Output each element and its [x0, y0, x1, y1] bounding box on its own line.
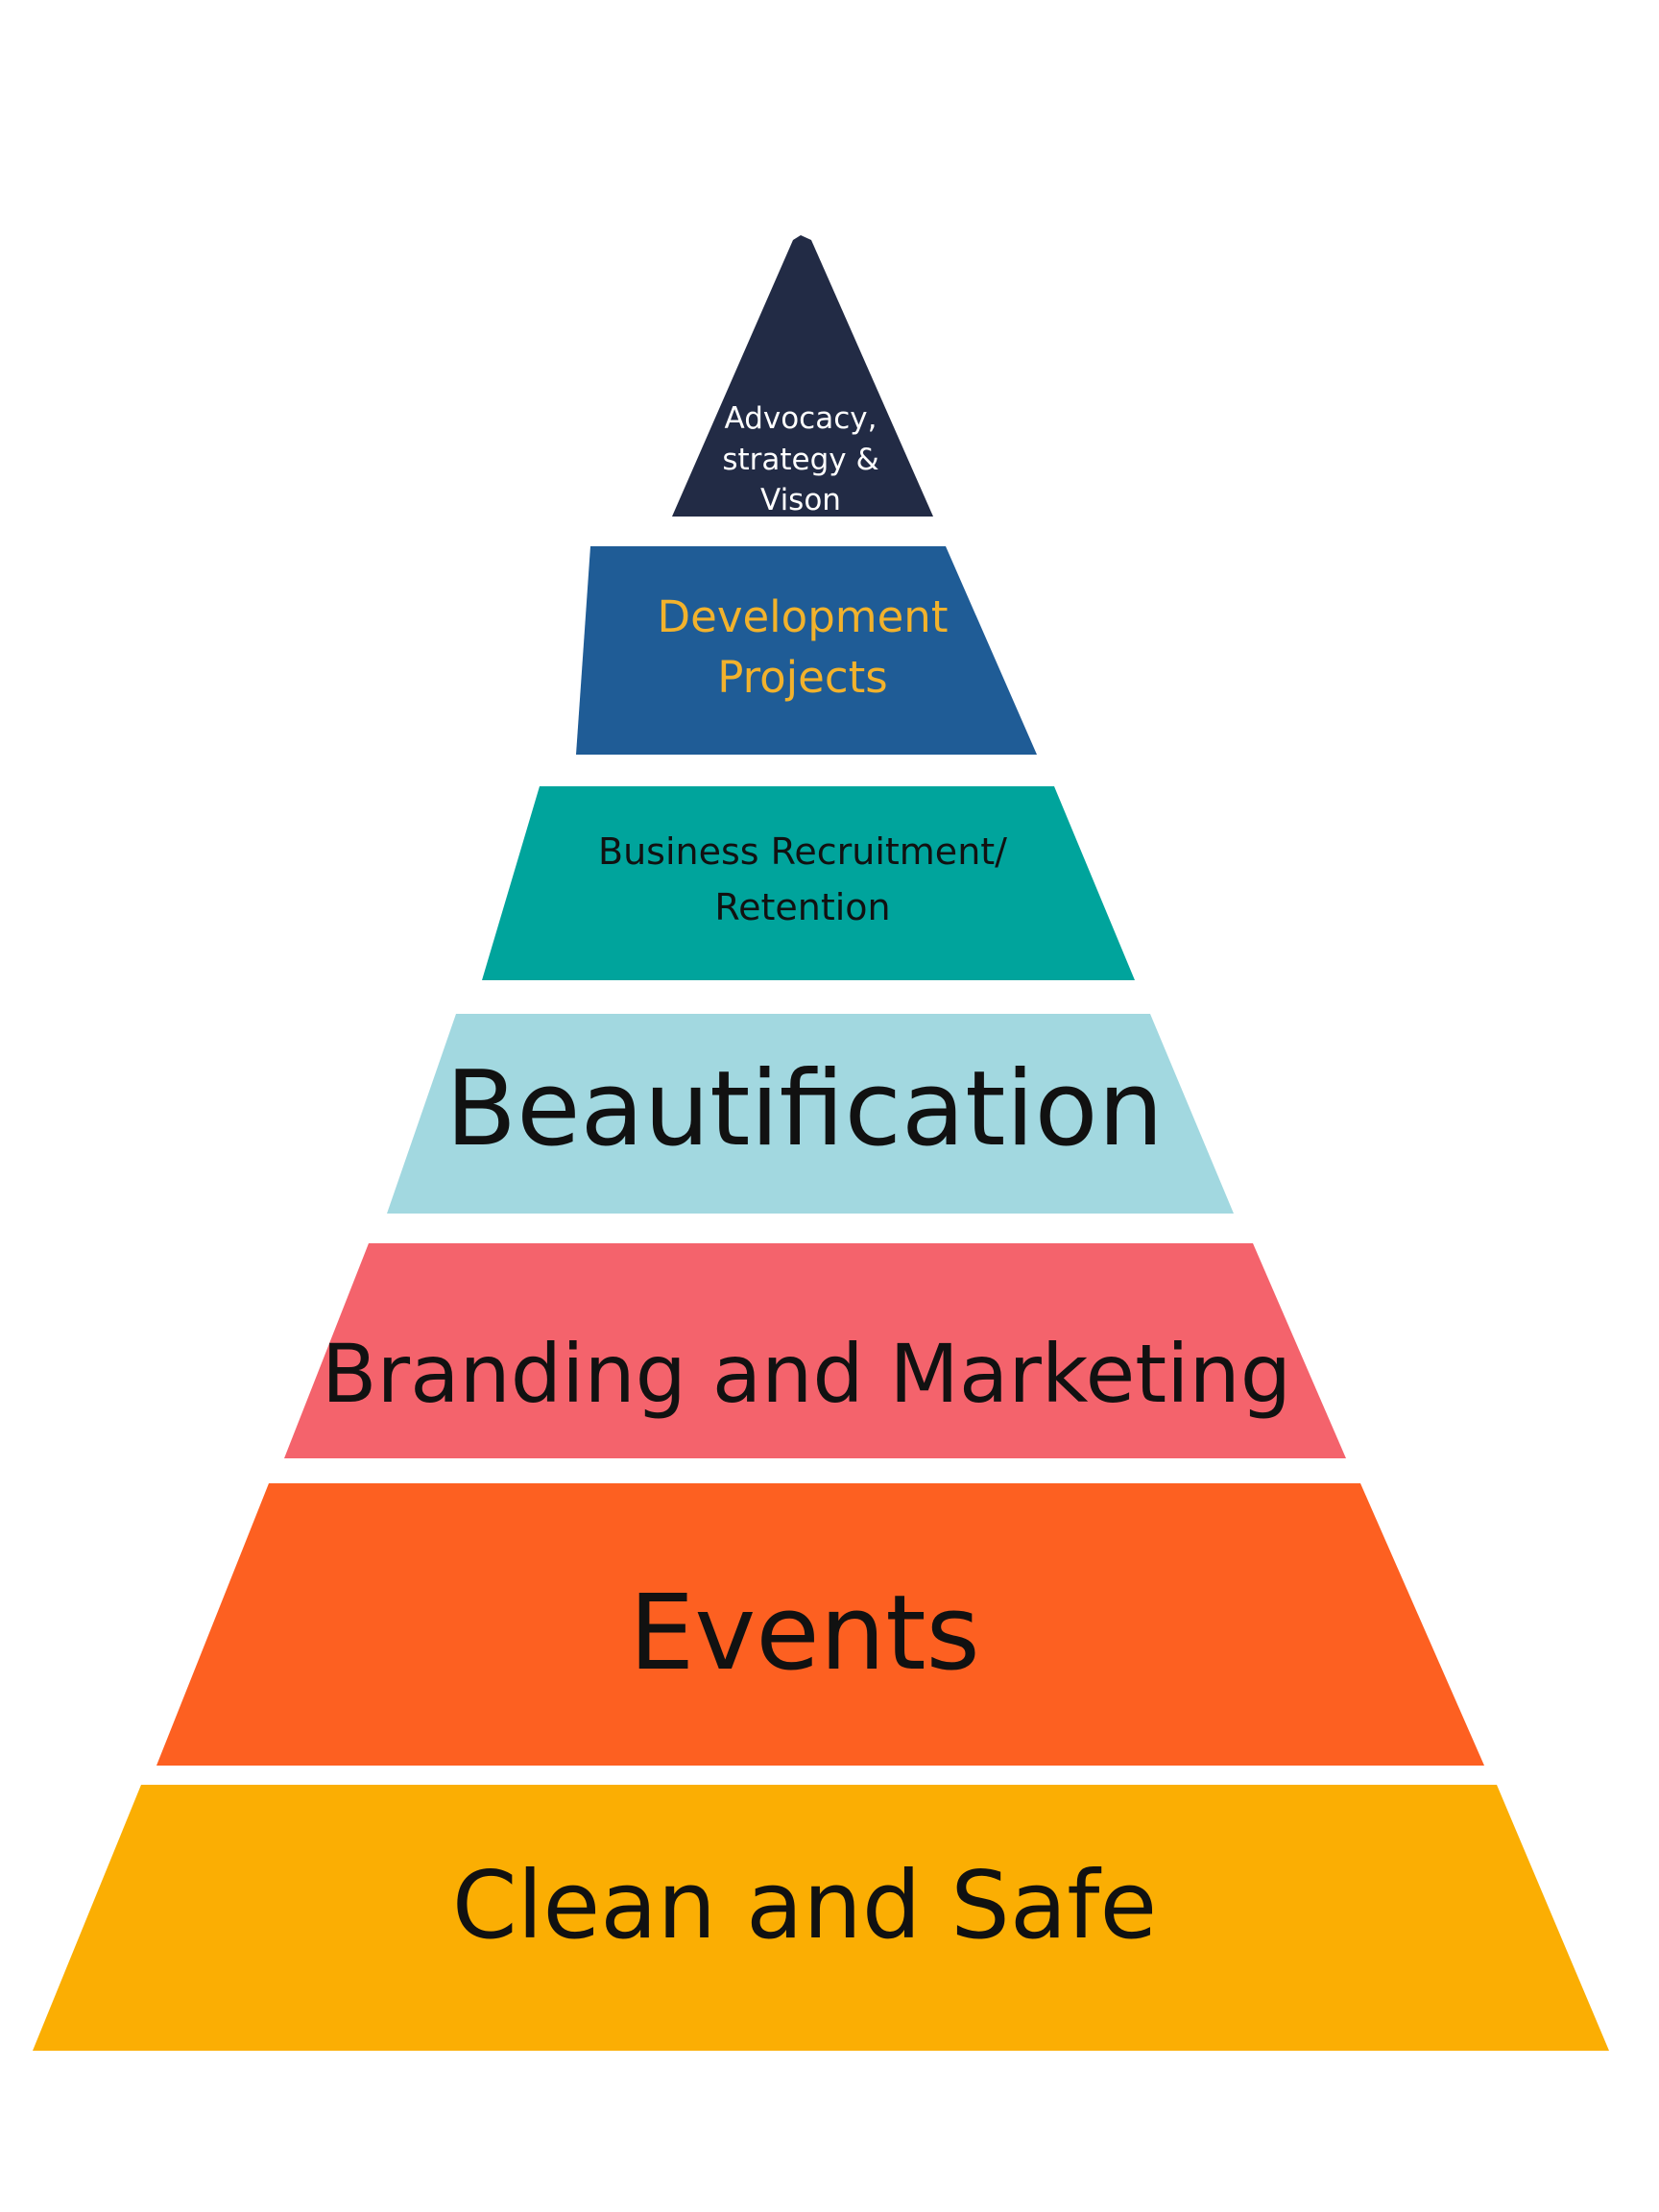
- tier-shape-events: [156, 1483, 1484, 1766]
- tier-label-development-line-2: Projects: [717, 652, 887, 703]
- tier-label-advocacy-line-1: Advocacy,: [725, 401, 878, 436]
- tier-label-advocacy-line-2: strategy &: [722, 443, 878, 477]
- pyramid-tier-events: Events: [156, 1483, 1484, 1766]
- tier-label-events: Events: [629, 1574, 980, 1694]
- pyramid-tier-business: Business Recruitment/Retention: [482, 786, 1135, 980]
- tier-label-business-line-2: Retention: [714, 886, 890, 928]
- pyramid-tier-clean: Clean and Safe: [33, 1785, 1609, 2051]
- tier-shape-business: [482, 786, 1135, 980]
- pyramid-tier-advocacy: Advocacy, strategy & Vison: [672, 235, 933, 517]
- tier-shape-branding: [284, 1243, 1346, 1458]
- tier-shape-development: [576, 546, 1037, 755]
- pyramid-tiers: Advocacy, strategy & VisonDevelopmentProje…: [33, 235, 1609, 2051]
- tier-shape-beautification: [387, 1014, 1234, 1214]
- tier-label-development-line-1: Development: [658, 591, 949, 642]
- tier-label-beautification: Beautification: [445, 1049, 1164, 1169]
- tier-shape-clean: [33, 1785, 1609, 2051]
- tier-label-advocacy-line-3: Vison: [760, 483, 841, 517]
- tier-label-branding: Branding and Marketing: [322, 1327, 1291, 1421]
- tier-label-clean: Clean and Safe: [452, 1851, 1157, 1960]
- pyramid-tier-branding: Branding and Marketing: [284, 1243, 1346, 1458]
- tier-label-business-line-1: Business Recruitment/: [598, 830, 1007, 873]
- pyramid-tier-beautification: Beautification: [387, 1014, 1234, 1214]
- tier-shape-advocacy: [672, 235, 933, 517]
